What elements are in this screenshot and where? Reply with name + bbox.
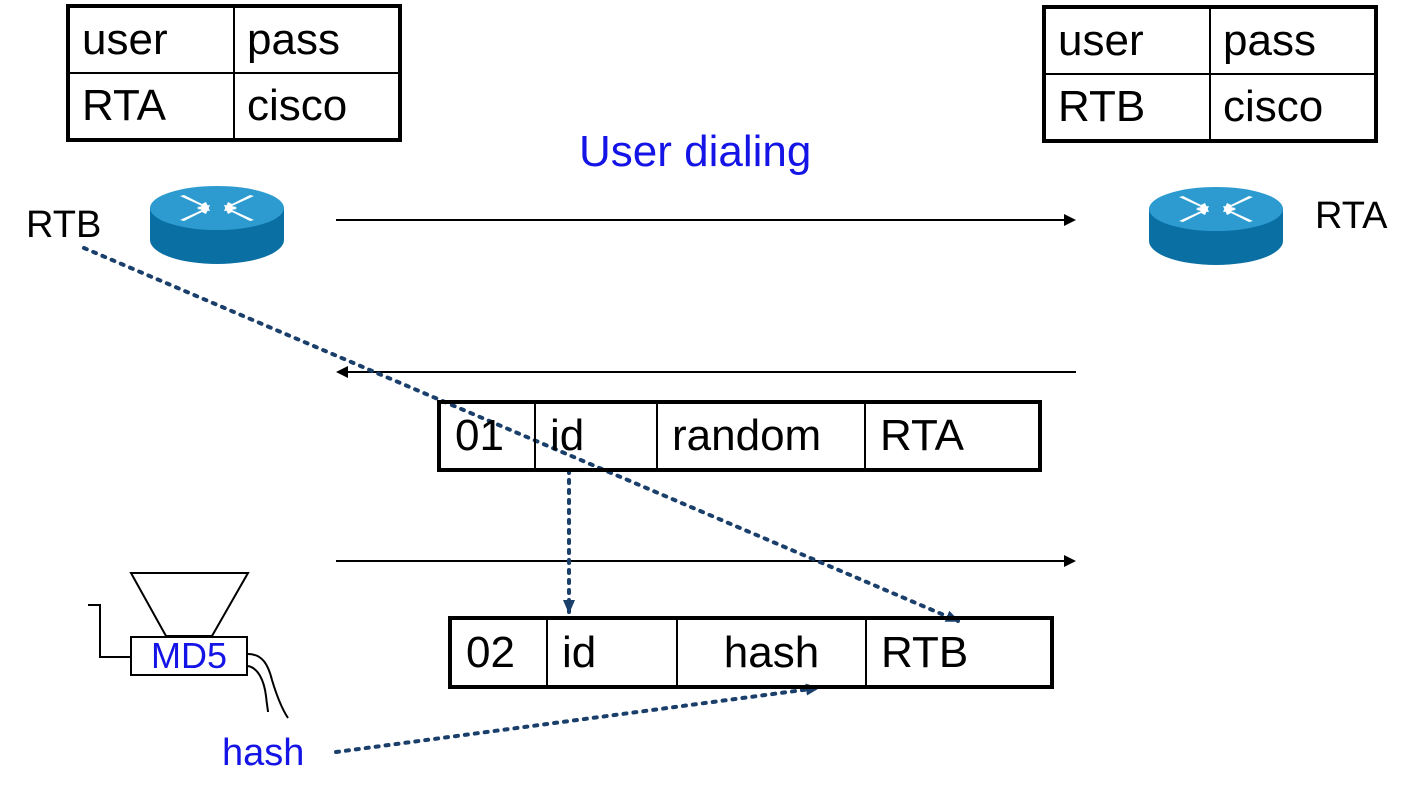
response-packet: 02 id hash RTB xyxy=(448,616,1054,689)
name-copy-dotted-arrow xyxy=(82,246,960,623)
table-cell: user xyxy=(1043,6,1211,75)
table-header-row: user pass xyxy=(67,5,401,74)
packet-code: 01 xyxy=(441,404,536,468)
table-cell: cisco xyxy=(233,72,401,141)
packet-code: 02 xyxy=(452,620,548,685)
table-row: RTB cisco xyxy=(1043,73,1377,142)
right-credential-table: user pass RTB cisco xyxy=(1042,5,1378,143)
table-header-row: user pass xyxy=(1043,6,1377,75)
funnel-icon xyxy=(129,572,250,637)
table-cell: user xyxy=(67,5,235,74)
md5-output-wire xyxy=(247,653,289,719)
left-credential-table: user pass RTA cisco xyxy=(66,4,402,142)
table-cell: RTA xyxy=(67,72,235,141)
router-icon xyxy=(150,186,284,264)
diagram-title: User dialing xyxy=(579,127,812,176)
left-router-label: RTB xyxy=(26,204,102,246)
router-icon xyxy=(1149,187,1283,265)
right-router-label: RTA xyxy=(1315,195,1388,237)
md5-output-wire-2 xyxy=(247,665,269,713)
hash-label: hash xyxy=(222,732,305,774)
hash-dotted-arrow xyxy=(334,683,820,754)
challenge-packet: 01 id random RTA xyxy=(437,400,1042,472)
packet-data: hash xyxy=(678,620,867,685)
table-row: RTA cisco xyxy=(67,72,401,141)
packet-id: id xyxy=(548,620,678,685)
packet-id: id xyxy=(536,404,658,468)
table-cell: pass xyxy=(1209,6,1377,75)
packet-name: RTB xyxy=(881,627,969,677)
md5-box: MD5 xyxy=(130,635,248,676)
packet-data: random xyxy=(658,404,866,468)
table-cell: pass xyxy=(233,5,401,74)
packet-name: RTA xyxy=(880,411,964,460)
table-cell: RTB xyxy=(1043,73,1211,142)
md5-input-wire xyxy=(88,604,130,658)
table-cell: cisco xyxy=(1209,73,1377,142)
